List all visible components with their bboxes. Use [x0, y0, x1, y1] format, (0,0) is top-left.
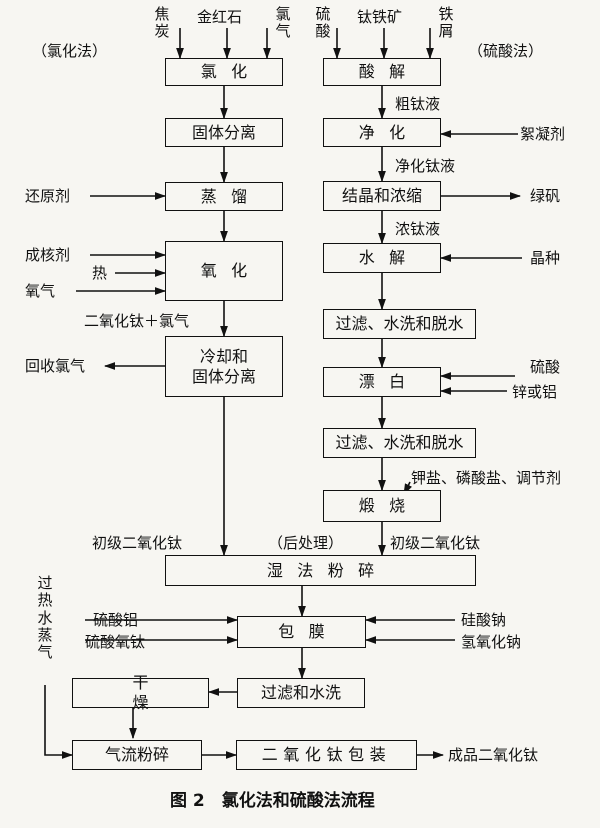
label-primary-tio2-left: 初级二氧化钛: [92, 534, 183, 552]
box-chlorination: 氯化: [165, 58, 283, 86]
input-flocculant: 絮凝剂: [520, 125, 566, 143]
box-acid-digestion: 酸解: [323, 58, 441, 86]
box-calcination: 煅烧: [323, 490, 441, 522]
output-recovered-chlorine: 回收氯气: [25, 357, 86, 375]
input-zinc-or-aluminum: 锌或铝: [512, 383, 558, 401]
input-oxygen: 氧气: [25, 282, 56, 300]
input-sodium-hydroxide: 氢氧化钠: [461, 633, 522, 651]
input-superheated-steam: 过 热 水 蒸 气: [37, 574, 53, 661]
input-rutile: 金红石: [197, 8, 243, 26]
label-primary-tio2-right: 初级二氧化钛: [390, 534, 481, 552]
input-ilmenite: 钛铁矿: [357, 8, 403, 26]
box-distillation: 蒸馏: [165, 182, 283, 211]
label-concentrated-ti-liquor: 浓钛液: [395, 220, 441, 238]
box-oxidation: 氧化: [165, 241, 283, 301]
box-crystallization: 结晶和浓缩: [323, 181, 441, 211]
input-sulfuric-acid: 硫酸: [530, 358, 561, 376]
box-filter-wash-dewater-2: 过滤、水洗和脱水: [323, 428, 476, 458]
header-post-treatment: （后处理）: [268, 534, 344, 552]
input-titanyl-sulfate: 硫酸氧钛: [85, 633, 146, 651]
input-coke: 焦 炭: [154, 5, 170, 41]
box-drying: 干燥: [72, 673, 209, 712]
header-sulfuric-method: （硫酸法）: [468, 42, 544, 60]
output-copperas: 绿矾: [530, 187, 561, 205]
input-sulfuric-acid-top: 硫 酸: [315, 5, 331, 41]
input-sodium-silicate: 硅酸钠: [461, 611, 507, 629]
box-coating: 包膜: [237, 616, 366, 648]
input-conditioners: 钾盐、磷酸盐、调节剂: [411, 469, 562, 487]
input-aluminum-sulfate: 硫酸铝: [93, 611, 139, 629]
box-filter-and-wash: 过滤和水洗: [237, 678, 365, 708]
output-final-tio2: 成品二氧化钛: [448, 746, 539, 764]
input-seed: 晶种: [530, 249, 561, 267]
label-purified-ti-liquor: 净化钛液: [395, 157, 456, 175]
box-bleaching: 漂白: [323, 367, 441, 397]
label-crude-ti-liquor: 粗钛液: [395, 95, 441, 113]
header-chlorination-method: （氯化法）: [32, 42, 108, 60]
box-filter-wash-dewater-1: 过滤、水洗和脱水: [323, 309, 476, 339]
box-solid-separation: 固体分离: [165, 118, 283, 147]
box-cooling-separation: 冷却和 固体分离: [165, 336, 283, 397]
input-nucleating-agent: 成核剂: [25, 246, 71, 264]
input-iron-scrap: 铁 屑: [438, 5, 454, 41]
figure-caption: 图 2 氯化法和硫酸法流程: [170, 791, 375, 811]
box-jet-milling: 气流粉碎: [72, 740, 202, 770]
input-chlorine: 氯 气: [275, 5, 291, 41]
input-reducing-agent: 还原剂: [25, 187, 71, 205]
label-tio2-chlorine: 二氧化钛＋氯气: [84, 312, 190, 330]
box-tio2-packaging: 二氧化钛包装: [236, 740, 417, 770]
box-hydrolysis: 水解: [323, 243, 441, 273]
box-wet-milling: 湿法粉碎: [165, 555, 476, 586]
box-purification: 净化: [323, 118, 441, 147]
input-heat: 热: [92, 264, 108, 282]
